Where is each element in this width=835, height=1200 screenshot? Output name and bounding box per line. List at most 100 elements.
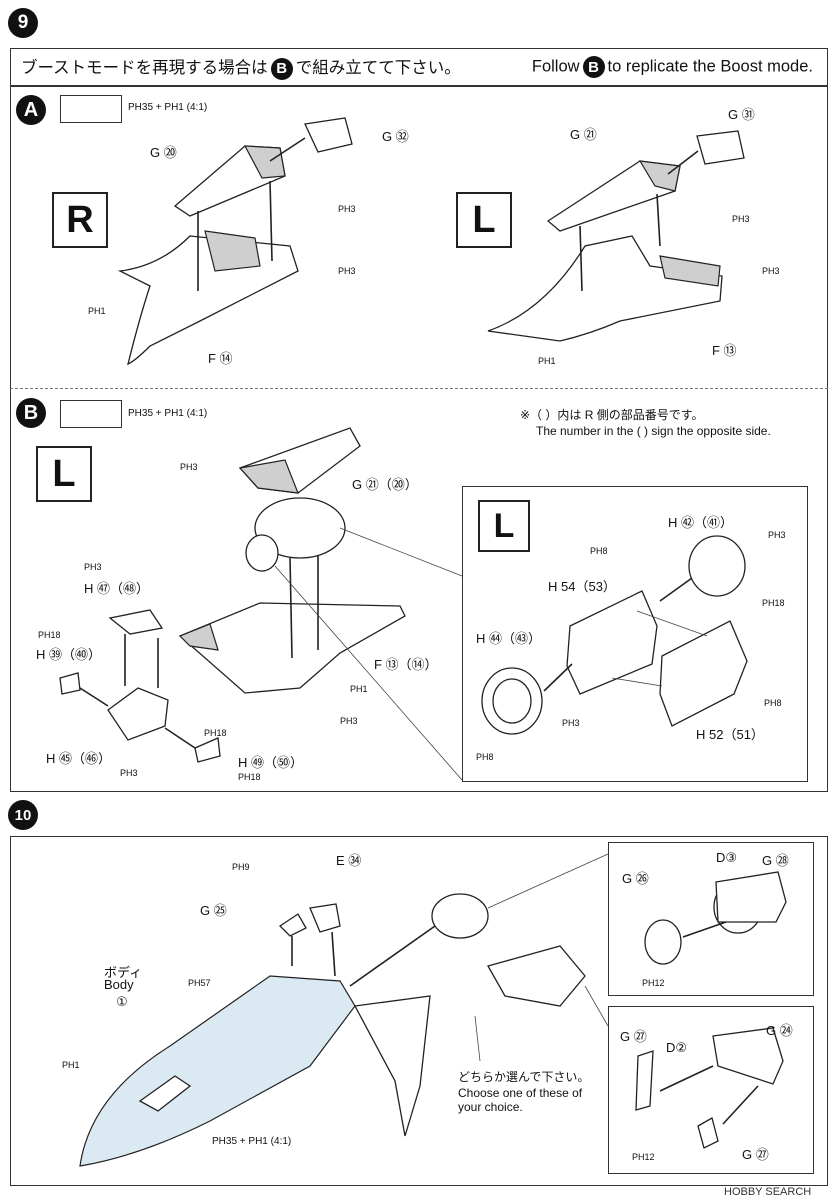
zoom-leader-1 [339, 527, 463, 577]
choice-note-jp: どちらか選んで下さい。 [458, 1070, 590, 1084]
detail-guide-2 [611, 677, 663, 687]
section-b-badge: B [16, 398, 46, 428]
label-top-d3: D③ [716, 850, 738, 865]
label-bottom-g24: G ㉔ [766, 1023, 793, 1038]
label-a-r-paint-1: PH3 [338, 204, 356, 214]
label-a-r-paint-2: PH3 [338, 266, 356, 276]
label-top-ph12: PH12 [642, 978, 665, 988]
intake-part-inner [492, 678, 532, 724]
label-b-canopy: G ㉑（⑳） [352, 477, 418, 492]
arrow-b-1 [289, 557, 293, 659]
step-9-frame [10, 86, 828, 792]
arrow-r-1 [269, 137, 306, 162]
label-detail-paint-fan-2: PH18 [762, 598, 785, 608]
label-a-l-body: F ⑬ [712, 343, 737, 358]
boost-badge-jp: B [270, 57, 293, 80]
arrow-r-3 [269, 180, 273, 262]
label-b-body: F ⑬（⑭） [374, 657, 438, 672]
choice-leader [474, 1015, 481, 1062]
label-detail-frame: H 54（53） [548, 579, 616, 594]
fin-part-b [108, 609, 164, 635]
label-bottom-g27-b: G ㉗ [742, 1147, 769, 1162]
label-b-paint-canopy: PH3 [180, 462, 198, 472]
nozzle-part-r [304, 117, 353, 153]
label-b-tail: H ㊺（㊻） [46, 751, 112, 766]
color-swatch-b [60, 400, 122, 428]
body-half-r-shade [204, 230, 261, 272]
detail-link-bottom [584, 985, 609, 1027]
label-10-sensor: E ㉞ [336, 853, 362, 868]
label-10-paint-mix: PH35 + PH1 (4:1) [212, 1136, 292, 1147]
label-detail-paint-fan: PH3 [768, 530, 786, 540]
small-part-49 [194, 737, 221, 763]
label-detail-paint-intake-2: PH8 [476, 752, 494, 762]
label-b-paint-body-1: PH1 [350, 684, 368, 694]
label-10-body-jp: ボディ [104, 965, 143, 980]
arrow-b-4 [164, 727, 196, 749]
section-b-drawing [59, 427, 463, 781]
arrow-top-detail [682, 921, 727, 938]
arrow-bottom-2 [722, 1085, 759, 1125]
side-marker-l: L [456, 192, 512, 248]
boost-badge-en: B [582, 56, 605, 78]
engine-b-nozzle [245, 534, 279, 572]
label-a-r-canopy: G ⑳ [150, 145, 177, 160]
step-10-number: 10 [8, 800, 38, 830]
label-top-g26: G ㉖ [622, 871, 649, 886]
label-a-l-paint-3: PH1 [538, 356, 556, 366]
label-b-paint-small-49: PH18 [238, 772, 261, 782]
arrow-b-3 [79, 687, 109, 707]
label-b-paint-tail-1: PH18 [204, 728, 227, 738]
rear-fan-part [688, 535, 746, 597]
label-b-paint-tail-2: PH3 [120, 768, 138, 778]
label-top-g28: G ㉘ [762, 853, 789, 868]
tail-part-b [107, 687, 169, 741]
label-b-small-39: H ㊴（㊵） [36, 647, 102, 662]
side-marker-r: R [52, 192, 108, 248]
arrow-bottom-1 [659, 1065, 714, 1092]
body-half-l [487, 235, 723, 342]
engine-frame-part [566, 590, 658, 695]
choice-note-en: Choose one of these of your choice. [458, 1086, 583, 1114]
note-en: The number in the ( ) sign the opposite … [536, 424, 771, 438]
label-10-body-num: ① [116, 994, 128, 1009]
fuselage-body [79, 975, 356, 1167]
label-detail-paint-frame-1: PH8 [590, 546, 608, 556]
note-jp: ※（ ）内は R 側の部品番号です。 [520, 408, 704, 422]
label-b-small-49: H ㊾（㊿） [238, 755, 304, 770]
label-b-paint-small-39: PH18 [38, 630, 61, 640]
label-b-fin: H ㊼（㊽） [84, 581, 150, 596]
label-10-body-en: Body [104, 977, 134, 992]
canopy-cover-r-shade [243, 145, 286, 179]
step-9-number: 9 [8, 8, 38, 38]
paint-mix-b: PH35 + PH1 (4:1) [128, 408, 208, 419]
label-detail-paint-intake-1: PH3 [562, 718, 580, 728]
section-a-drawing [117, 117, 745, 366]
engine-b [254, 497, 346, 559]
label-10-paint-seat: PH9 [232, 862, 250, 872]
arrow-l-2 [579, 225, 583, 292]
body-b-shade [178, 623, 219, 651]
paint-mix-a: PH35 + PH1 (4:1) [128, 102, 208, 113]
detail-guide-1 [636, 610, 708, 637]
arrow-l-3 [656, 193, 661, 247]
label-10-paint-body: PH57 [188, 978, 211, 988]
label-a-l-paint-1: PH3 [732, 214, 750, 224]
cockpit [138, 1075, 192, 1112]
body-half-l-shade [659, 255, 721, 287]
label-b-paint-body-2: PH3 [340, 716, 358, 726]
watermark-text: HOBBY SEARCH [724, 1186, 812, 1198]
step-10-frame [10, 836, 828, 1186]
label-detail-intake: H ㊹（㊸） [476, 631, 542, 646]
peg-part-1 [635, 1050, 654, 1111]
arrow-detail-2 [543, 663, 573, 692]
sensor-part [309, 903, 341, 933]
label-a-r-nozzle: G ㉜ [382, 129, 409, 144]
label-10-paint-nose: PH1 [62, 1060, 80, 1070]
label-a-r-paint-3: PH1 [88, 306, 106, 316]
stand-detail-bottom-drawing [635, 1027, 784, 1149]
side-marker-b-l: L [36, 446, 92, 502]
section-divider [10, 388, 828, 389]
